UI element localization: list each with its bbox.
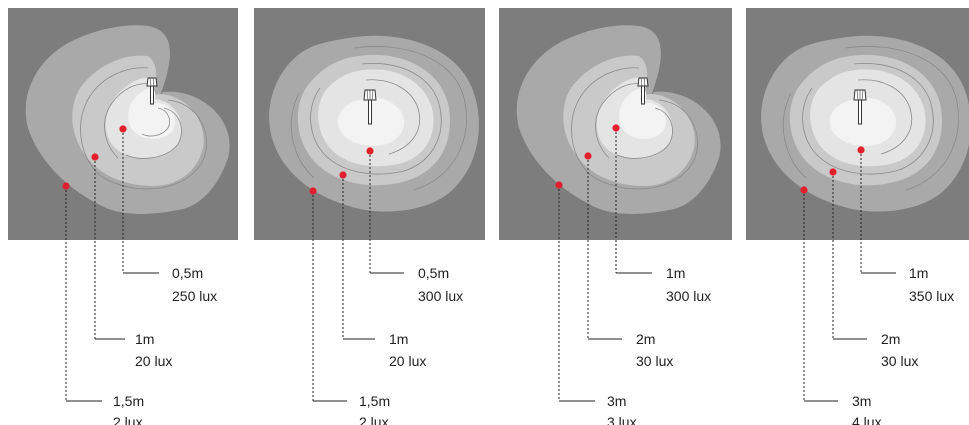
callout-p3-point-1: 1m 300 lux	[612, 124, 711, 304]
lux-label: 250 lux	[172, 288, 217, 304]
iso-line	[365, 79, 421, 155]
distance-label: 1,5m	[359, 393, 390, 409]
iso-line	[141, 107, 170, 137]
panel-2	[254, 8, 485, 240]
measurement-point	[62, 182, 70, 190]
measurement-point	[309, 187, 317, 195]
panel-4	[746, 8, 969, 240]
iso-line	[595, 83, 642, 159]
callout-p4-point-3: 3m 4 lux	[800, 186, 882, 425]
measurement-point	[339, 171, 347, 179]
lux-label: 30 lux	[881, 353, 918, 369]
measurement-point	[612, 124, 620, 132]
callout-p1-point-1: 0,5m 250 lux	[119, 125, 217, 304]
distance-label: 3m	[607, 393, 626, 409]
iso-line	[353, 46, 467, 191]
panel-1	[8, 8, 238, 240]
iso-line	[125, 107, 182, 159]
iso-line	[783, 92, 807, 179]
lux-label: 20 lux	[135, 353, 172, 369]
callout-p4-point-1: 1m 350 lux	[857, 146, 954, 304]
distance-label: 0,5m	[172, 265, 203, 281]
lux-label: 2 lux	[359, 414, 389, 425]
desk-lamp-icon	[637, 77, 649, 105]
distance-label: 1m	[666, 265, 685, 281]
distance-label: 1m	[909, 265, 928, 281]
distance-label: 1m	[135, 331, 154, 347]
desk-lamp-icon	[363, 89, 377, 125]
distance-label: 0,5m	[418, 265, 449, 281]
measurement-point	[555, 181, 563, 189]
zone-core	[829, 97, 897, 146]
callout-p1-point-2: 1m 20 lux	[91, 153, 172, 369]
desk-lamp-icon	[146, 77, 158, 105]
measurement-point	[366, 147, 374, 155]
callout-p3-point-2: 2m 30 lux	[584, 152, 673, 369]
measurement-point	[829, 168, 837, 176]
iso-line	[80, 67, 149, 169]
distance-label: 1m	[389, 331, 408, 347]
iso-line	[857, 79, 913, 155]
iso-line	[802, 63, 934, 175]
iso-line	[616, 107, 673, 159]
measurement-point	[800, 186, 808, 194]
measurement-point	[91, 153, 99, 161]
iso-line	[291, 92, 315, 179]
callout-p2-point-3: 1,5m 2 lux	[309, 187, 390, 425]
iso-line	[571, 67, 640, 169]
zone-core	[128, 88, 175, 139]
callout-p2-point-1: 0,5m 300 lux	[366, 147, 463, 304]
panel-3	[499, 8, 732, 240]
callout-p2-point-2: 1m 20 lux	[339, 171, 426, 369]
lux-label: 20 lux	[389, 353, 426, 369]
lux-label: 2 lux	[113, 414, 143, 425]
measurement-point	[857, 146, 865, 154]
iso-line	[310, 63, 442, 175]
iso-line	[104, 83, 151, 159]
callout-p1-point-3: 1,5m 2 lux	[62, 182, 144, 425]
zone-core	[619, 88, 666, 139]
distance-label: 2m	[881, 331, 900, 347]
distance-label: 2m	[636, 331, 655, 347]
iso-line	[92, 99, 207, 190]
distance-label: 3m	[852, 393, 871, 409]
measurement-point	[119, 125, 127, 133]
callout-p4-point-2: 2m 30 lux	[829, 168, 918, 369]
callout-p3-point-3: 3m 3 lux	[555, 181, 637, 425]
lux-label: 4 lux	[852, 414, 882, 425]
iso-line	[845, 46, 959, 191]
lux-label: 300 lux	[666, 288, 711, 304]
lux-label: 3 lux	[607, 414, 637, 425]
distance-label: 1,5m	[113, 393, 144, 409]
desk-lamp-icon	[853, 89, 867, 125]
iso-line	[583, 99, 698, 190]
measurement-point	[584, 152, 592, 160]
lux-label: 30 lux	[636, 353, 673, 369]
lux-label: 350 lux	[909, 288, 954, 304]
lux-label: 300 lux	[418, 288, 463, 304]
